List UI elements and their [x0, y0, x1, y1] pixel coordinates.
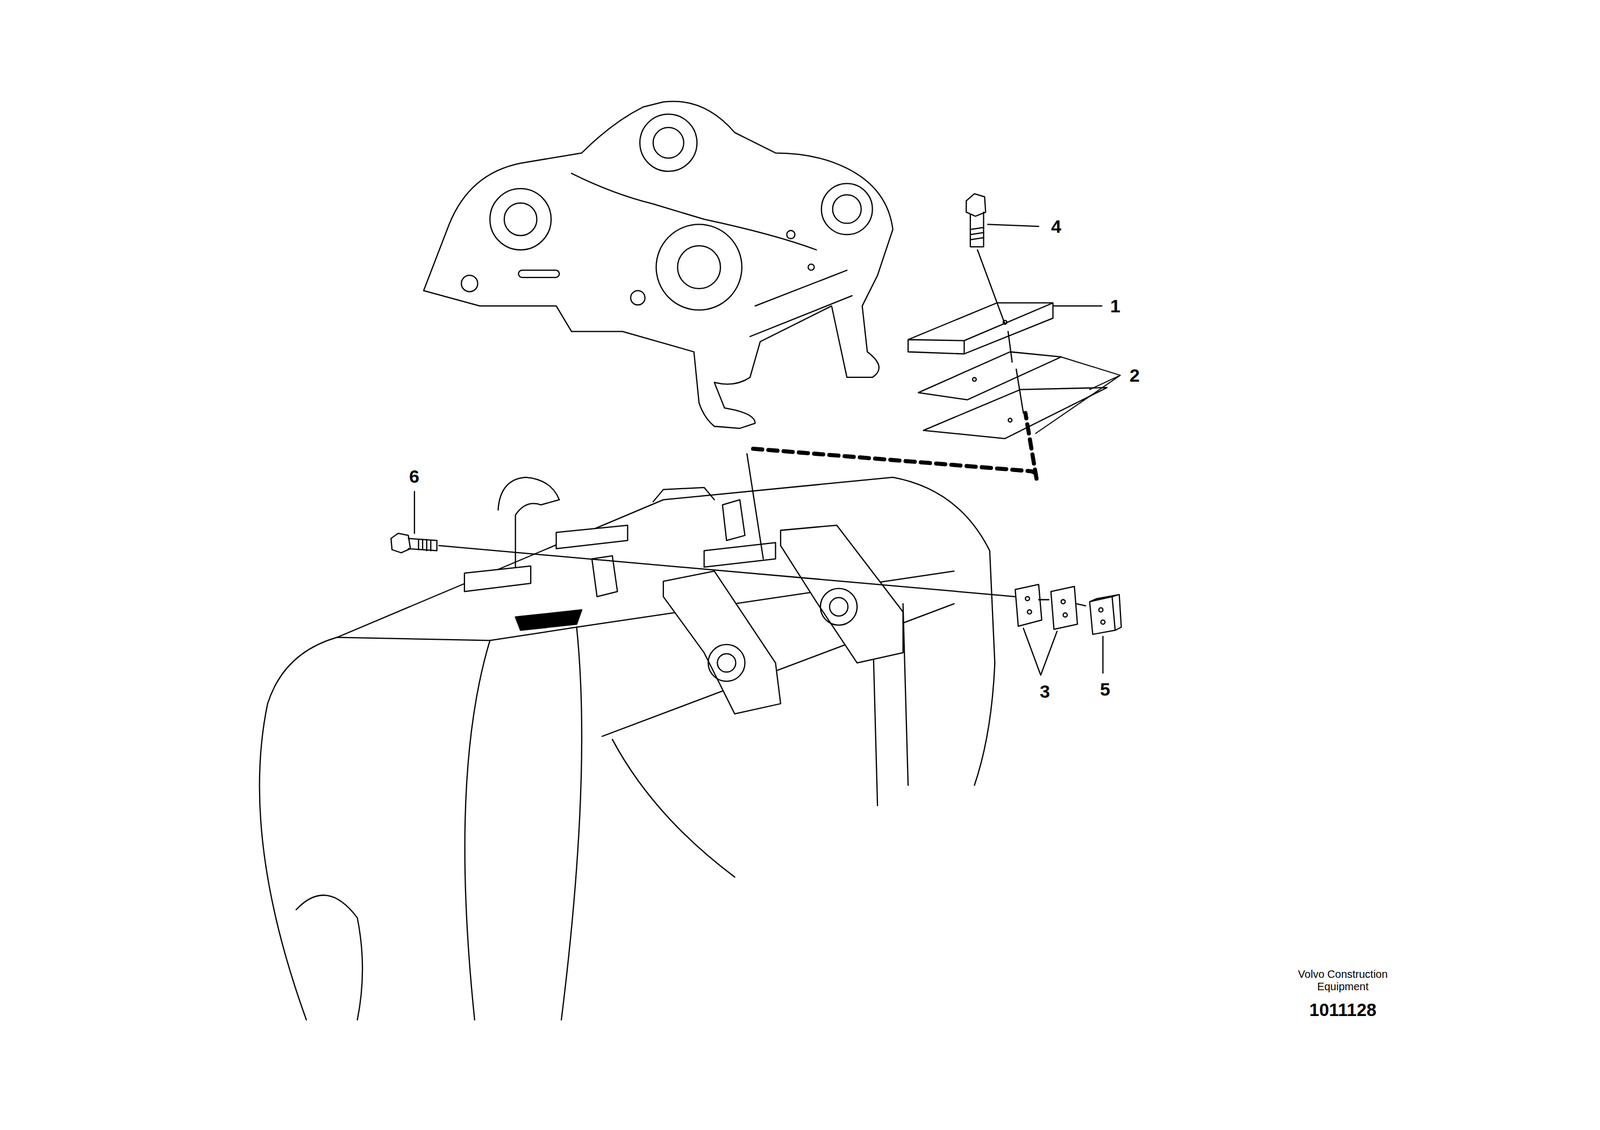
callout-number: 5 [1100, 679, 1111, 700]
callout-number: 2 [1129, 365, 1140, 387]
callout-number: 4 [1051, 216, 1062, 238]
figure-number: 1011128 [1309, 1000, 1377, 1021]
callout-number: 1 [1110, 295, 1121, 317]
publisher-note: Volvo Construction Equipment [1276, 968, 1410, 994]
quick-coupler [423, 101, 894, 429]
bolt [966, 193, 986, 217]
bolt [390, 533, 411, 553]
wear-plate [908, 302, 1053, 354]
bucket [259, 477, 996, 1020]
callout-number: 6 [409, 466, 420, 488]
shim [923, 387, 1107, 439]
callout-number: 3 [1039, 681, 1050, 703]
